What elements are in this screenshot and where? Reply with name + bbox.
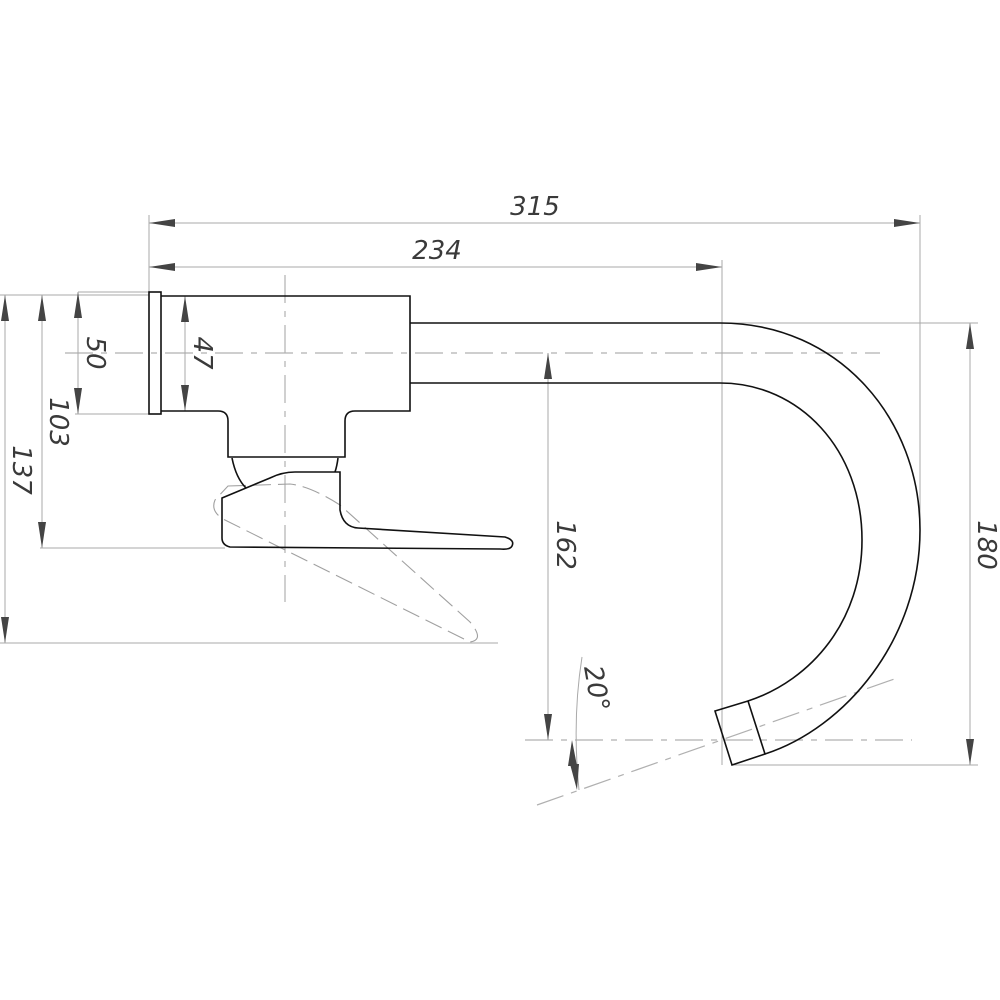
- dimension-50: 50: [74, 291, 149, 414]
- dim-180-label: 180: [971, 520, 1000, 570]
- dim-162-label: 162: [550, 520, 580, 570]
- dimension-234: 234: [149, 236, 722, 271]
- faucet-body: [161, 295, 411, 458]
- wall-plate: [148, 291, 162, 415]
- dim-234-label: 234: [412, 236, 462, 266]
- dimension-137: 137: [1, 295, 36, 643]
- extension-lines: [0, 215, 978, 766]
- dim-315-label: 315: [510, 192, 560, 222]
- dimension-47: 47: [181, 296, 217, 411]
- dim-angle-label: 20°: [577, 663, 615, 714]
- lever-handle: [221, 471, 514, 550]
- handle-alternate-position: [213, 483, 479, 643]
- dim-47-label: 47: [187, 336, 217, 370]
- dimension-315: 315: [149, 192, 920, 227]
- dim-50-label: 50: [80, 336, 110, 369]
- dimension-angle-20: 20°: [568, 656, 615, 791]
- ball-joint: [231, 457, 339, 489]
- dimension-162: 162: [544, 353, 580, 740]
- spout-outer: [410, 322, 921, 755]
- dimension-180: 180: [966, 323, 1000, 765]
- spout-angle-line: [536, 676, 901, 806]
- dim-137-label: 137: [6, 445, 36, 495]
- dim-103-label: 103: [43, 397, 73, 447]
- spout-inner: [410, 382, 863, 702]
- aerator: [713, 700, 767, 767]
- dimension-103: 103: [38, 295, 73, 548]
